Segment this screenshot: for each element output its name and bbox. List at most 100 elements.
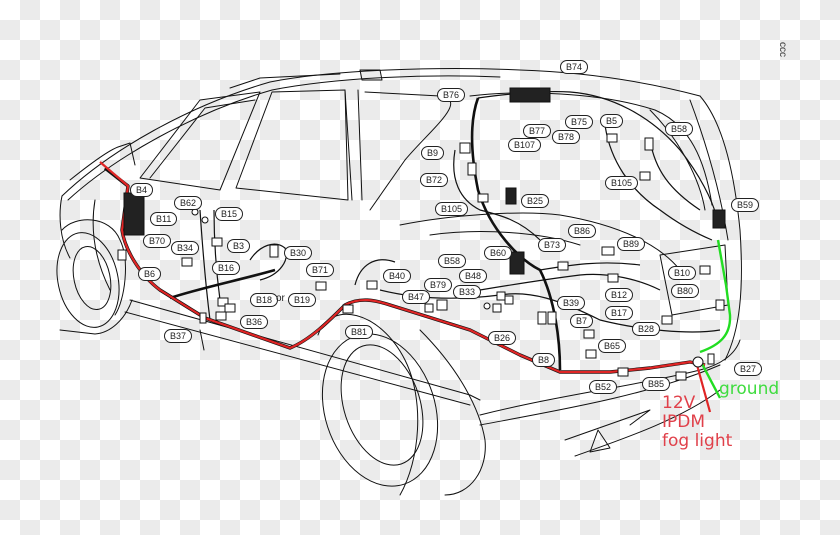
connector-b79-icon xyxy=(436,299,448,311)
connector-b33-icon xyxy=(492,303,502,313)
connector-b3-icon xyxy=(211,237,223,247)
connector-tag: B40 xyxy=(383,269,412,283)
connector-tag: B12 xyxy=(605,288,634,302)
connector-tag: B27 xyxy=(734,362,763,376)
connector-tag: B47 xyxy=(402,290,431,304)
edge-mark-text: ccc xyxy=(777,42,788,57)
connector-tag: B105 xyxy=(435,202,469,216)
connector-bodies xyxy=(117,87,726,381)
connector-tag: B28 xyxy=(632,322,661,336)
connector-tag: B26 xyxy=(488,331,517,345)
connector-b18-icon xyxy=(217,297,229,307)
connector-tag: B39 xyxy=(557,296,586,310)
connector-tag: B75 xyxy=(565,115,594,129)
connector-b17-icon xyxy=(583,329,595,339)
connector-b72-icon xyxy=(467,162,477,176)
connector-tag: B58 xyxy=(665,122,694,136)
connector-tag: B70 xyxy=(143,234,172,248)
connector-b28-icon xyxy=(661,315,673,325)
connector-tag: B105 xyxy=(605,176,639,190)
supply-annotation-ipdm: IPDM xyxy=(662,412,706,432)
ground-terminal-b26-icon xyxy=(483,302,491,310)
connector-tag: B36 xyxy=(240,315,269,329)
connector-tag: B9 xyxy=(421,146,445,160)
body-harness xyxy=(169,90,721,371)
connector-b6-icon xyxy=(117,249,127,261)
connector-b86-icon xyxy=(557,261,569,271)
connector-tag: B85 xyxy=(642,377,671,391)
connector-tag: B74 xyxy=(560,60,589,74)
connector-tag: B17 xyxy=(605,306,634,320)
connector-tag: B77 xyxy=(523,124,552,138)
connector-tag: B5 xyxy=(600,114,624,128)
connector-tag: B10 xyxy=(668,266,697,280)
ground-annotation: ground xyxy=(719,379,780,399)
connector-b12-icon xyxy=(607,273,619,283)
fuse-block-icon xyxy=(509,87,551,103)
connector-tag: B76 xyxy=(437,88,466,102)
connector-b36-icon xyxy=(215,311,227,321)
connector-tag: B16 xyxy=(212,261,241,275)
connector-tag: B19 xyxy=(288,293,317,307)
connector-tag: B11 xyxy=(150,212,178,226)
connector-tag: B86 xyxy=(568,224,597,238)
connector-b71-icon xyxy=(315,281,327,291)
connector-tag: B107 xyxy=(508,138,542,152)
connector-tag: B7 xyxy=(570,314,594,328)
connector-b40-icon xyxy=(366,280,378,290)
wire-12v-fog-light xyxy=(99,161,712,413)
connector-b58-icon xyxy=(644,137,654,151)
connector-tag: B72 xyxy=(420,173,449,187)
connector-tag: B60 xyxy=(484,246,513,260)
connector-b80-icon xyxy=(715,299,725,311)
connector-b47-icon xyxy=(424,303,434,313)
connector-b89-icon xyxy=(601,246,615,256)
connector-tag: B15 xyxy=(215,207,244,221)
connector-tag: B71 xyxy=(306,263,335,277)
connector-b52-icon xyxy=(617,367,629,377)
fog-light-connector-icon xyxy=(692,356,704,368)
connector-tag: B62 xyxy=(174,196,203,210)
connector-tag: B33 xyxy=(453,285,482,299)
connector-b19-icon xyxy=(224,303,236,313)
connector-b25-icon xyxy=(505,187,517,205)
connector-tag: B37 xyxy=(164,329,193,343)
connector-tag: B18 xyxy=(250,293,279,307)
wire-ground xyxy=(698,239,732,399)
connector-b9-icon xyxy=(459,142,471,154)
ipdm-module-icon xyxy=(123,192,145,236)
connector-tag: B52 xyxy=(589,380,618,394)
alternate-connector-or: or xyxy=(276,293,285,304)
connector-b65-icon xyxy=(585,349,597,359)
connector-tag: B89 xyxy=(617,237,646,251)
connector-tag: B65 xyxy=(598,339,627,353)
connector-tag: B79 xyxy=(424,278,453,292)
connector-tag: B73 xyxy=(538,238,567,252)
connector-b105b-icon xyxy=(639,171,651,181)
connector-tag: B8 xyxy=(532,353,556,367)
connector-tag: B30 xyxy=(284,246,313,260)
ground-terminal-b15-icon xyxy=(201,216,209,224)
connector-tag: B59 xyxy=(731,198,760,212)
connector-b37-icon xyxy=(199,312,207,324)
connector-tag: B25 xyxy=(521,194,550,208)
connector-tag: B81 xyxy=(345,325,374,339)
connector-b7b-icon xyxy=(547,311,557,325)
supply-annotation-fog-light: fog light xyxy=(662,431,733,451)
connector-b27-icon xyxy=(707,353,715,365)
connector-b30-icon xyxy=(269,244,279,258)
connector-b5-icon xyxy=(606,133,618,143)
connector-b48a-icon xyxy=(496,291,506,301)
connector-tag: B58 xyxy=(438,254,467,268)
connector-b48b-icon xyxy=(504,295,514,305)
connector-b59-icon xyxy=(712,209,726,229)
connector-b7a-icon xyxy=(537,311,547,325)
connector-b85-icon xyxy=(675,371,687,381)
connector-b81-icon xyxy=(342,304,354,314)
connector-b105-icon xyxy=(477,193,489,203)
connector-tag: B3 xyxy=(227,239,251,253)
connector-b10-icon xyxy=(699,265,711,275)
connector-tag: B4 xyxy=(130,183,154,197)
connector-tag: B6 xyxy=(138,267,162,281)
